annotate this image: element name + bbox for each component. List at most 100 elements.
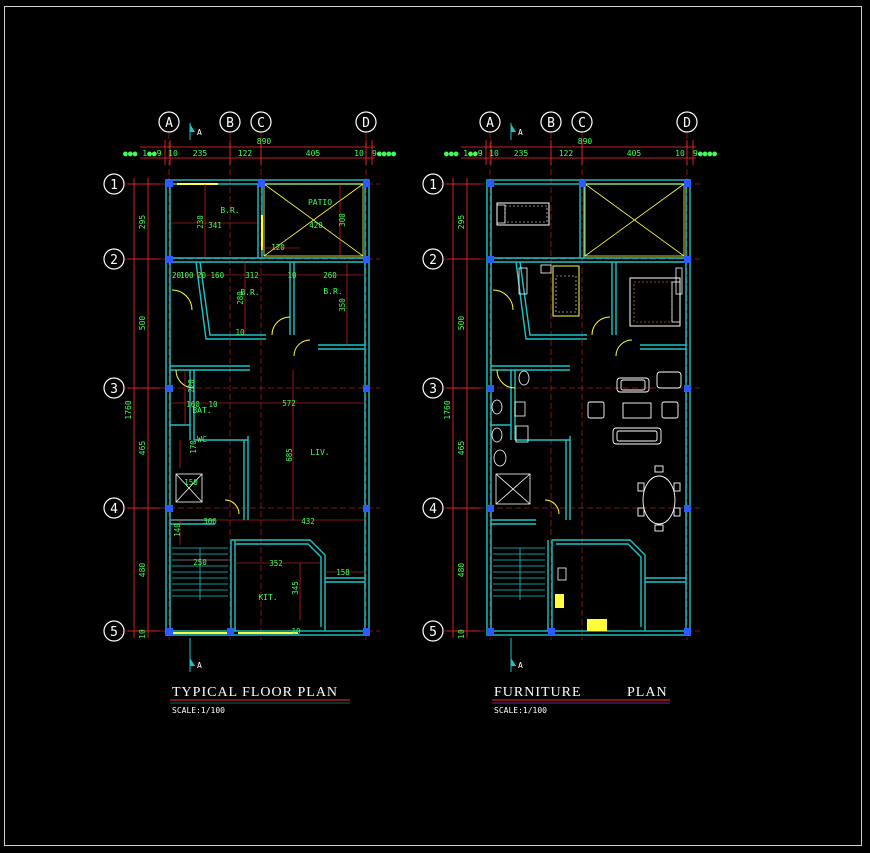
grid-axes-2 [443, 133, 700, 640]
grid-column-b: B [219, 111, 241, 133]
svg-text:465: 465 [457, 441, 466, 456]
svg-text:10: 10 [457, 629, 466, 639]
svg-text:A: A [165, 116, 173, 131]
grid-row-4-2: 4 [422, 497, 444, 519]
svg-text:260: 260 [323, 271, 337, 280]
svg-text:A: A [197, 661, 202, 670]
svg-text:20 160: 20 160 [197, 271, 225, 280]
inner-dimension-lines [170, 184, 365, 620]
svg-text:890: 890 [578, 137, 593, 146]
shaft [175, 473, 203, 503]
svg-text:A: A [518, 128, 523, 137]
svg-text:300: 300 [338, 213, 347, 227]
svg-text:480: 480 [138, 563, 147, 578]
svg-text:300: 300 [203, 517, 217, 526]
svg-text:4: 4 [429, 502, 437, 517]
svg-text:158: 158 [336, 568, 350, 577]
bed-2 [552, 265, 580, 317]
svg-text:1: 1 [110, 178, 118, 193]
drawing-border [4, 6, 862, 846]
room-label-br2: B.R. [240, 288, 259, 297]
shaft-2 [495, 473, 531, 505]
facade-accents [172, 183, 298, 634]
svg-text:465: 465 [138, 441, 147, 456]
svg-text:160: 160 [186, 400, 200, 409]
room-label-patio: PATIO [308, 198, 332, 207]
svg-text:890: 890 [257, 137, 272, 146]
grid-row-3: 3 [103, 377, 125, 399]
svg-text:100: 100 [180, 271, 194, 280]
grid-column-c-2: C [571, 111, 593, 133]
svg-text:350: 350 [338, 298, 347, 312]
svg-text:345: 345 [291, 581, 300, 595]
walls [165, 179, 370, 636]
column-nodes-2 [487, 180, 691, 635]
grid-row-5: 5 [103, 620, 125, 642]
svg-text:280: 280 [236, 291, 245, 305]
svg-text:1: 1 [429, 178, 437, 193]
svg-text:295: 295 [457, 215, 466, 230]
grid-column-a-2: A [479, 111, 501, 133]
svg-text:500: 500 [138, 316, 147, 331]
svg-text:405: 405 [627, 149, 642, 158]
section-mark-top-2: A [510, 123, 523, 140]
left-dimension-texts: 1760 295 500 465 480 10 [124, 215, 147, 639]
svg-text:A: A [197, 128, 202, 137]
svg-text:A: A [518, 661, 523, 670]
svg-text:120: 120 [271, 243, 285, 252]
svg-text:500: 500 [457, 316, 466, 331]
svg-text:10: 10 [291, 627, 301, 636]
svg-text:420: 420 [309, 221, 323, 230]
svg-text:230: 230 [196, 215, 205, 229]
svg-text:3: 3 [429, 382, 437, 397]
patio-void-2 [584, 183, 685, 257]
grid-row-2: 2 [103, 248, 125, 270]
svg-text:480: 480 [457, 563, 466, 578]
svg-text:D: D [683, 116, 691, 131]
living-furniture [587, 371, 682, 445]
svg-text:140: 140 [173, 523, 182, 537]
svg-text:●●● 1●●9: ●●● 1●●9 [123, 149, 162, 158]
top-dimension-texts-2: 890 10 235 122 405 10 ●●● 1●●9 9●●●● [444, 137, 717, 158]
svg-text:D: D [362, 116, 370, 131]
svg-text:9●●●●: 9●●●● [372, 149, 396, 158]
bathroom-fixtures [491, 370, 530, 467]
grid-row-1: 1 [103, 173, 125, 195]
section-mark-bottom: A [189, 638, 202, 672]
svg-text:1760: 1760 [443, 400, 452, 419]
svg-text:2: 2 [110, 253, 118, 268]
kitchen-fixtures [555, 567, 607, 631]
svg-text:405: 405 [306, 149, 321, 158]
furniture-plan: A B C D A 890 10 235 [422, 111, 717, 715]
svg-text:10: 10 [168, 149, 178, 158]
svg-text:10: 10 [235, 328, 245, 337]
svg-text:10: 10 [354, 149, 364, 158]
grid-row-1-2: 1 [422, 173, 444, 195]
svg-text:1760: 1760 [124, 400, 133, 419]
bed-3 [629, 277, 681, 327]
svg-text:5: 5 [110, 625, 118, 640]
svg-text:20: 20 [172, 271, 182, 280]
svg-text:432: 432 [301, 517, 315, 526]
section-mark-top: A [189, 123, 202, 140]
grid-row-5-2: 5 [422, 620, 444, 642]
patio-void [263, 183, 364, 257]
plan-scale-typical: SCALE:1/100 [172, 706, 225, 715]
svg-text:●●● 1●●9: ●●● 1●●9 [444, 149, 483, 158]
svg-text:10: 10 [489, 149, 499, 158]
room-label-wc: WC [197, 435, 207, 444]
column-nodes [166, 180, 370, 635]
svg-text:295: 295 [138, 215, 147, 230]
grid-column-b-2: B [540, 111, 562, 133]
svg-text:170: 170 [189, 440, 198, 454]
svg-text:4: 4 [110, 502, 118, 517]
svg-text:10: 10 [138, 629, 147, 639]
svg-text:312: 312 [245, 271, 259, 280]
room-label-kit: KIT. [258, 593, 277, 602]
svg-text:A: A [486, 116, 494, 131]
stairs [172, 547, 228, 600]
top-dimension-texts: 890 10 235 122 405 10 ●●● 1●●9 9●●●● [123, 137, 396, 158]
doors-2 [492, 289, 633, 515]
svg-text:10: 10 [675, 149, 685, 158]
